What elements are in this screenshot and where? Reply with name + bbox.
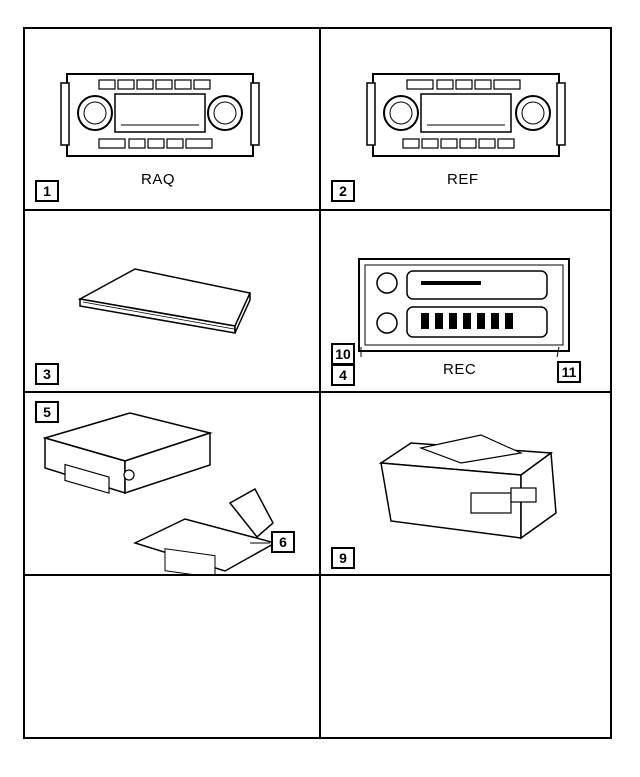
callout-number: 9	[331, 547, 355, 569]
cell-9[interactable]: 9	[321, 393, 614, 574]
radio-ref-illustration	[366, 73, 566, 157]
grid-divider-row-1	[25, 209, 610, 211]
callout-number: 6	[271, 531, 295, 553]
callout-number: 11	[557, 361, 581, 383]
empty-cell-left	[25, 576, 319, 739]
radio-raq-illustration	[60, 73, 260, 157]
cell-3[interactable]: 3	[25, 211, 319, 391]
cell-4[interactable]: 10 11 4 REC	[321, 211, 614, 391]
grid-divider-row-2	[25, 391, 610, 393]
part-caption: RAQ	[141, 171, 176, 188]
cell-5[interactable]: 5 6	[25, 393, 319, 574]
callout-number: 3	[35, 363, 59, 385]
radio-rec-illustration	[358, 258, 570, 358]
grid-divider-vertical	[319, 29, 321, 737]
part-caption: REF	[447, 171, 479, 188]
grid-divider-row-3	[25, 574, 610, 576]
part-caption: REC	[443, 361, 477, 378]
callout-number: 10	[331, 343, 355, 365]
callout-number: 1	[35, 180, 59, 202]
empty-cell-right	[321, 576, 614, 739]
callout-number: 2	[331, 180, 355, 202]
control-module-illustration	[378, 434, 557, 540]
callout-number: 4	[331, 364, 355, 386]
callout-number: 5	[35, 401, 59, 423]
cell-1[interactable]: 1 RAQ	[25, 29, 319, 209]
cell-2[interactable]: 2 REF	[321, 29, 614, 209]
parts-grid: 1 RAQ 2 REF	[23, 27, 612, 739]
owner-manual-illustration	[77, 268, 252, 334]
